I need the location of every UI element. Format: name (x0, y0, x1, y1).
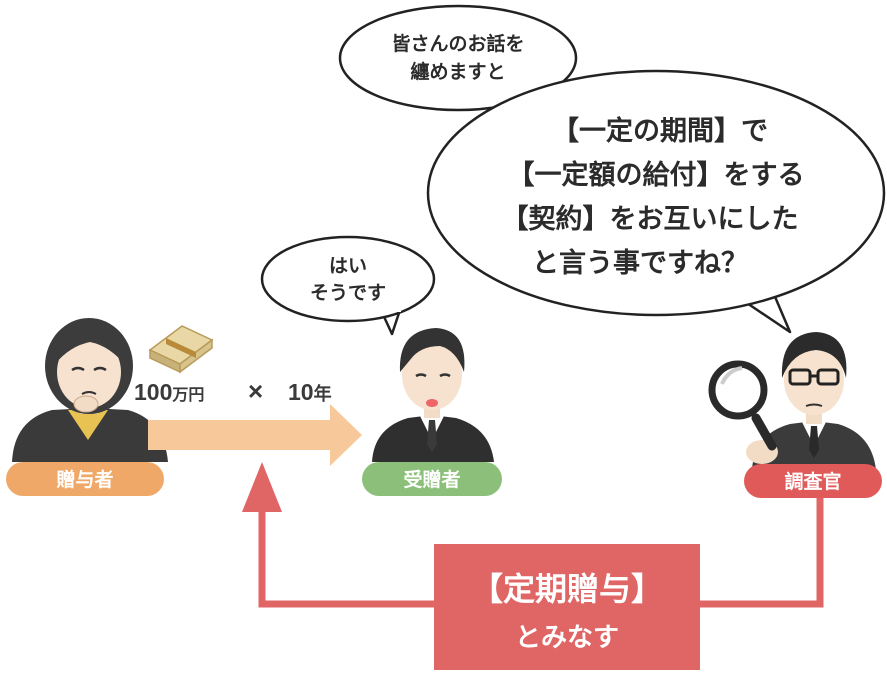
question-line-3: 【契約】をお互いにした (502, 203, 799, 235)
recipient-label: 受贈者 (362, 462, 502, 496)
amount-value: 100 (134, 379, 172, 405)
summary-line-1: 皆さんのお話を (391, 32, 524, 55)
transfer-arrow (148, 404, 362, 466)
years-value: 10 (288, 379, 314, 405)
money-bundle-icon (148, 325, 214, 374)
question-line-1: 【一定の期間】で (552, 115, 768, 147)
summary-line-2: 纏めますと (410, 60, 505, 83)
conclusion-subtitle: とみなす (515, 623, 619, 653)
investigator-label: 調査官 (744, 464, 882, 498)
donor-figure (12, 318, 168, 462)
amount-unit: 万円 (171, 386, 204, 404)
recipient-figure (372, 328, 494, 462)
svg-text:100万円: 100万円 (134, 379, 204, 405)
summary-speech-bubble: 皆さんのお話を 纏めますと (338, 4, 578, 112)
conclusion-title: 【定期贈与】 (471, 570, 663, 608)
investigator-label-text: 調査官 (784, 470, 841, 493)
years-unit: 年 (314, 383, 332, 404)
magnifying-glass-icon (708, 360, 777, 451)
question-line-4: と言う事ですね？ (532, 248, 748, 279)
reply-speech-bubble: はい そうです (260, 235, 436, 336)
reply-line-1: はい (329, 255, 367, 277)
recipient-label-text: 受贈者 (403, 468, 460, 491)
times-sign: × (248, 376, 263, 406)
question-line-2: 【一定額の給付】をする (508, 159, 805, 191)
transfer-amount: 100万円 × 10年 (134, 376, 332, 406)
question-speech-bubble: 【一定の期間】で 【一定額の給付】をする 【契約】をお互いにした と言う事ですね… (426, 69, 886, 334)
donor-label-text: 贈与者 (56, 468, 113, 491)
svg-text:10年: 10年 (288, 379, 332, 405)
reply-line-2: そうです (310, 282, 386, 304)
donor-label: 贈与者 (6, 462, 164, 496)
investigator-figure (746, 332, 876, 470)
conclusion-box: 【定期贈与】 とみなす (434, 544, 700, 670)
